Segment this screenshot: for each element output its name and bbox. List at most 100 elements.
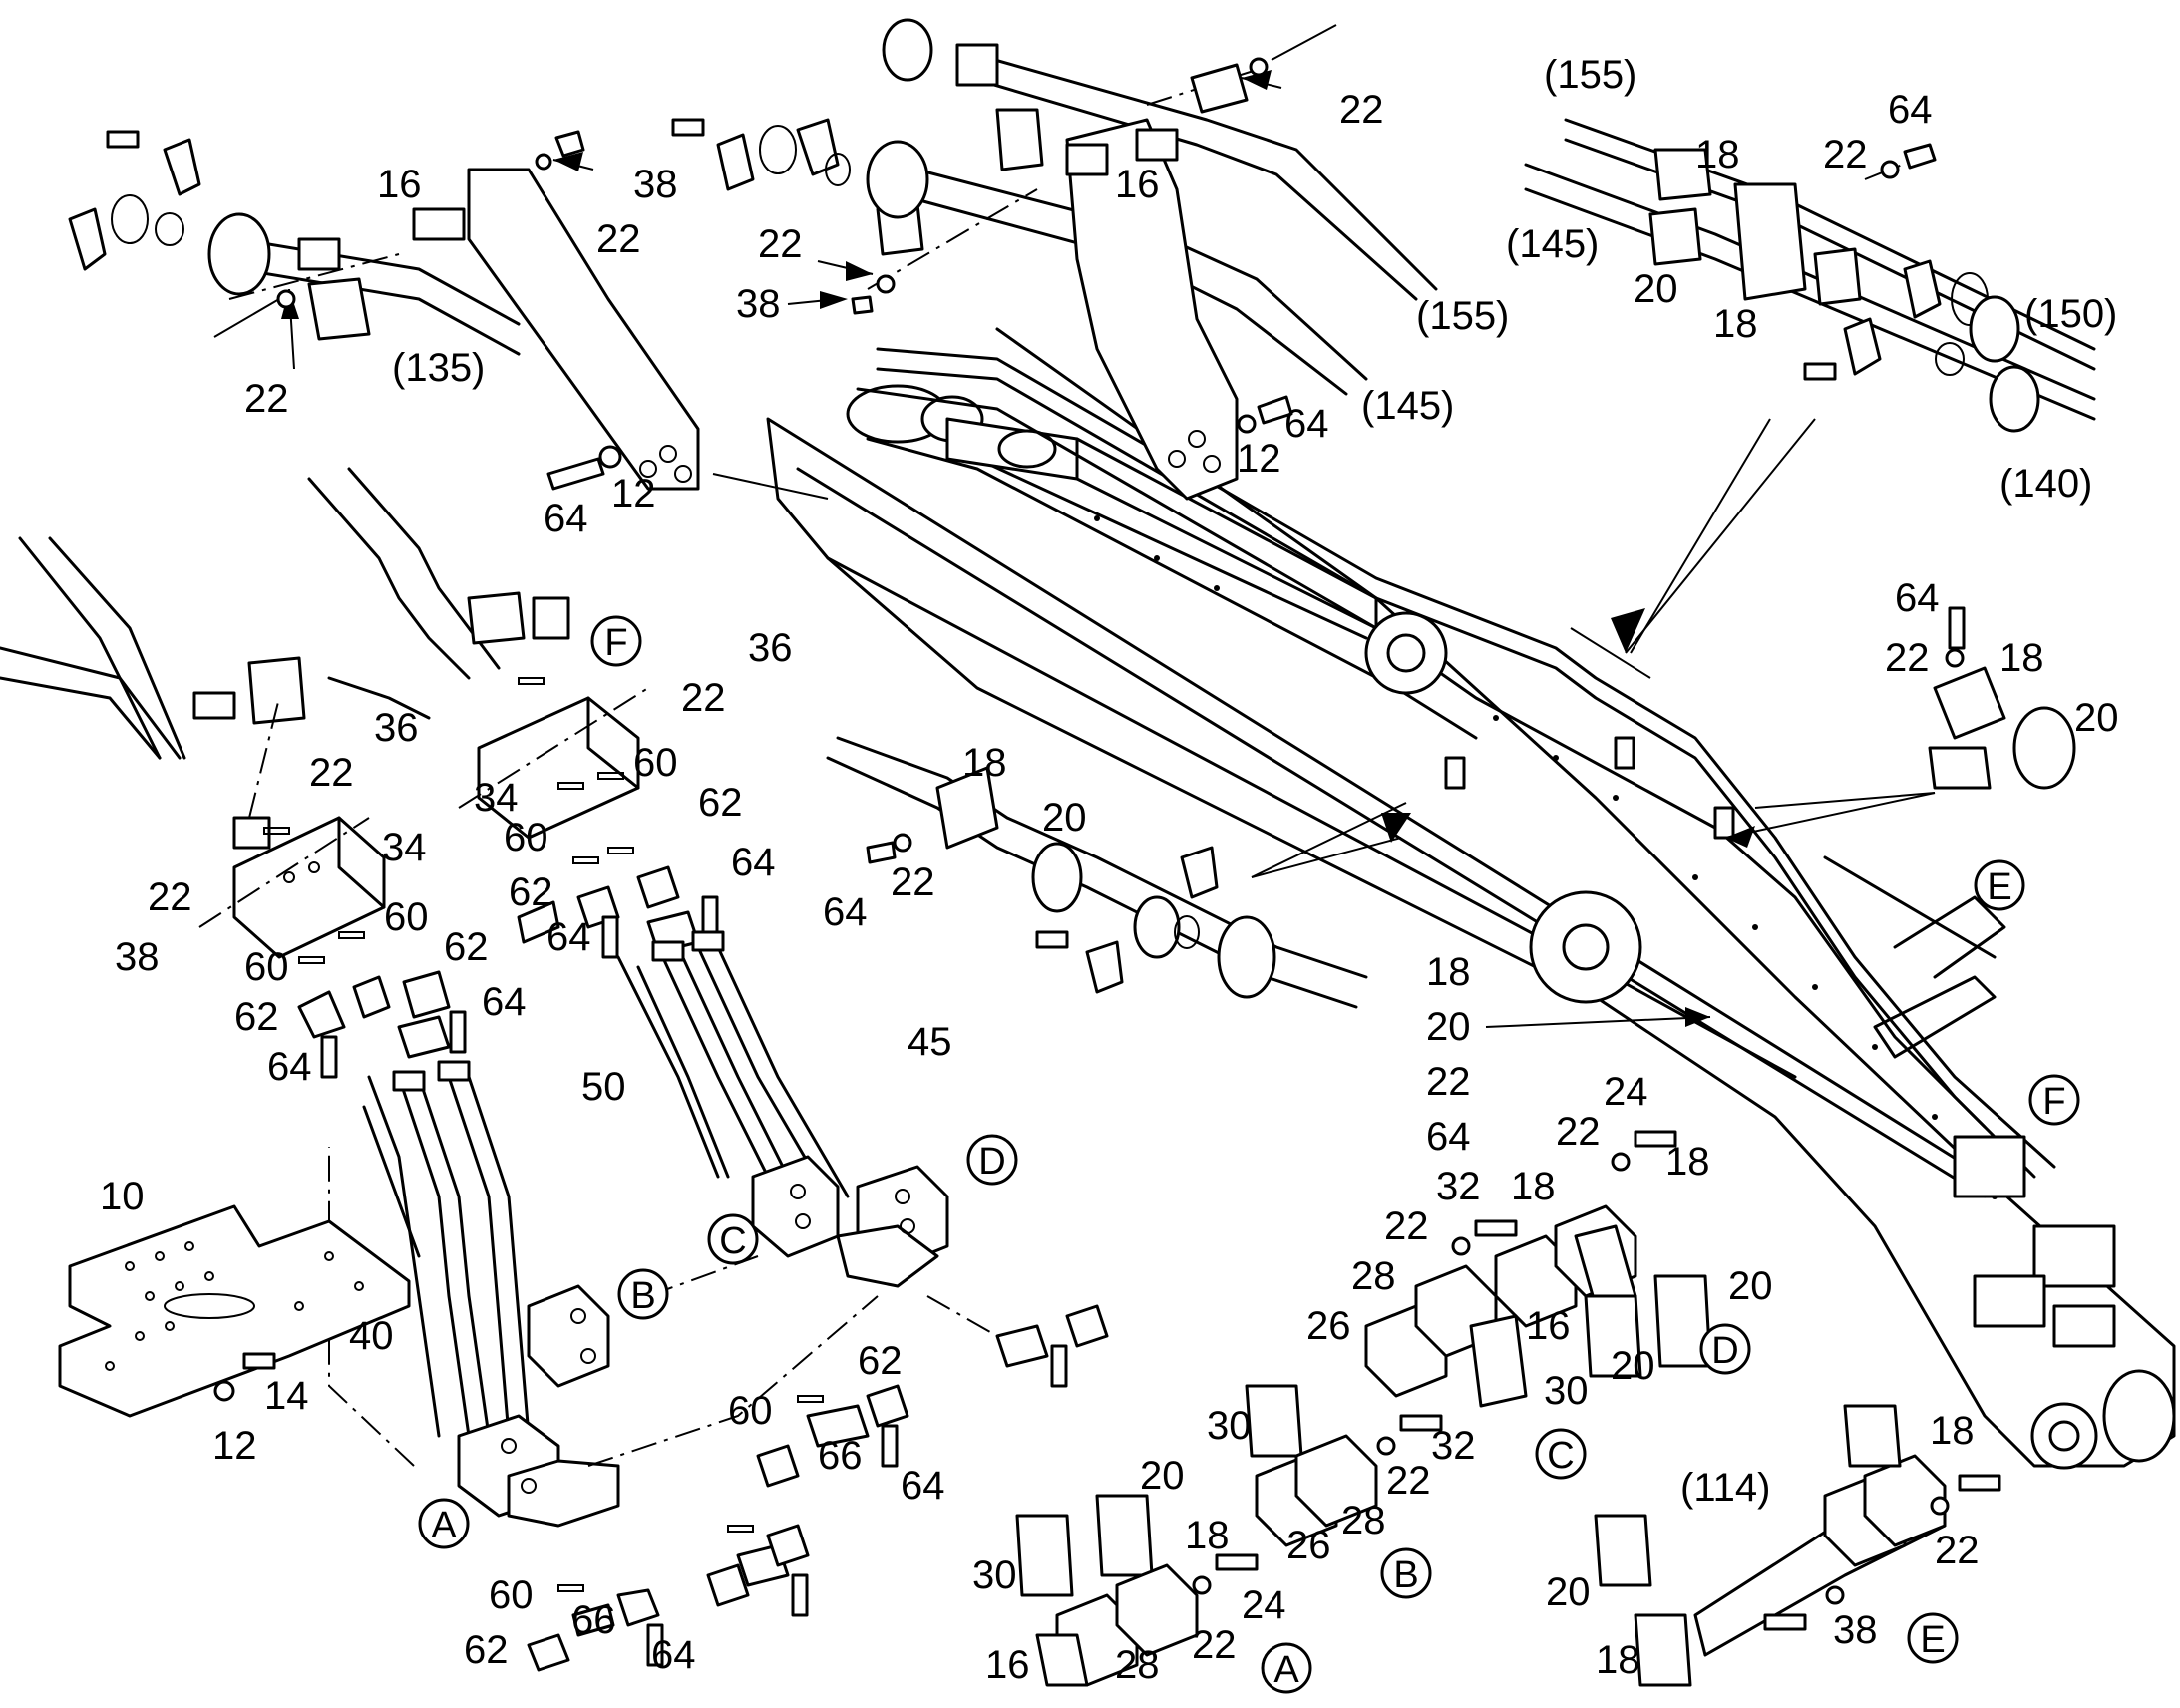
label-62-left-a: 62 [444,925,489,969]
part-labels: (155) (145) (155) (145) (150) (140) (135… [100,53,2119,1687]
label-16-mid: 16 [1115,163,1160,206]
label-60-f-a: 60 [633,741,678,785]
label-22-top-left: 22 [596,217,641,261]
label-24-a: 24 [1242,1583,1286,1627]
label-16-ab: 16 [985,1643,1030,1687]
label-18-d-b: 18 [1665,1140,1710,1184]
clamp-group-cd [1364,1130,1712,1408]
label-14: 14 [264,1374,309,1418]
label-10: 10 [100,1175,145,1218]
label-28-a: 28 [1115,1643,1160,1687]
label-20-b: 20 [1140,1454,1185,1498]
label-20-center: 20 [1042,796,1087,840]
label-22-top-mid: 22 [1339,88,1384,132]
callout-d-right: D [1699,1323,1751,1375]
label-16-left: 16 [377,163,422,206]
label-64-f-a: 64 [731,841,776,884]
label-140: (140) [1999,462,2092,506]
label-60-left-a: 60 [384,895,429,939]
label-stack-22: 22 [1426,1060,1471,1104]
label-64-left-a: 64 [482,980,527,1024]
label-50: 50 [581,1065,626,1109]
label-18-center: 18 [962,741,1007,785]
label-38-left: 38 [115,935,160,979]
svg-text:E: E [1920,1619,1945,1661]
left-tube-group [0,467,570,850]
svg-text:A: A [431,1505,457,1546]
label-64-bottom: 64 [651,1633,696,1677]
label-60-mid: 60 [728,1389,773,1433]
callout-c-right: C [1535,1428,1587,1480]
label-62-f-b: 62 [509,870,553,914]
label-114: (114) [1680,1466,1770,1510]
label-34-right: 34 [474,776,519,820]
label-62-mid: 62 [858,1339,903,1383]
label-18-e-a: 18 [1930,1409,1975,1453]
label-22-block-f: 22 [681,676,726,720]
callout-a-right: A [1261,1642,1312,1694]
label-60-f-b: 60 [504,816,548,859]
label-18-d-a: 18 [1511,1165,1556,1208]
label-18-top-right-a: 18 [1695,133,1740,176]
label-64-center: 64 [823,890,868,934]
label-18-top-right-b: 18 [1713,302,1758,346]
svg-text:A: A [1273,1649,1299,1691]
label-24-d: 24 [1604,1070,1648,1114]
label-stack-18: 18 [1426,950,1471,994]
label-40: 40 [349,1314,394,1358]
label-20-e: 20 [1546,1570,1591,1614]
label-20-top-right: 20 [1634,267,1678,311]
svg-text:C: C [719,1220,746,1262]
label-22-left-block: 22 [309,751,354,795]
label-22-pipe135: 22 [244,377,289,421]
label-155-mid: (155) [1416,294,1509,338]
svg-text:C: C [1547,1435,1574,1477]
svg-text:E: E [1987,866,2011,908]
label-22-b: 22 [1386,1459,1431,1503]
label-22-mid-left: 22 [758,222,803,266]
callout-e-bottom: E [1907,1612,1959,1664]
label-20-right-clamp: 20 [2074,696,2119,740]
callout-b-left: B [617,1268,669,1320]
boom-assembly [766,327,2176,1470]
label-64-top-right: 64 [1888,88,1933,132]
label-36-right: 36 [748,626,793,670]
label-18-e-b: 18 [1596,1638,1640,1682]
label-stack-64: 64 [1426,1115,1471,1159]
clamp-right [1928,606,2076,790]
clamp-group-ab [1015,1384,1443,1687]
label-12-left: 12 [611,472,656,515]
callout-d-left: D [966,1134,1018,1186]
clamp-group-e [1594,1404,2001,1687]
label-18-a: 18 [1185,1514,1230,1557]
circled-callouts: A A B B C C D D [418,615,2080,1694]
label-28-c: 28 [1351,1254,1396,1298]
label-22-e: 22 [1935,1529,1980,1572]
label-60-bottom: 60 [489,1573,534,1617]
label-34-left: 34 [382,826,427,869]
label-38-top-left: 38 [633,163,678,206]
label-145-top-right: (145) [1506,222,1599,266]
label-22-c: 22 [1384,1204,1429,1248]
label-30-a: 30 [972,1553,1017,1597]
svg-text:B: B [1393,1554,1418,1596]
manifold-block-left [198,697,386,964]
label-62-left-b: 62 [234,995,279,1039]
label-20-d-a: 20 [1728,1264,1773,1308]
label-36-left: 36 [374,706,419,750]
clamp-center [826,736,1368,1009]
label-22-center: 22 [891,860,935,904]
label-155-top-right: (155) [1544,53,1636,97]
callout-f-left: F [590,615,642,667]
label-62-f-a: 62 [698,781,743,825]
callout-c-left: C [707,1213,759,1265]
label-62-bottom: 62 [464,1628,509,1672]
label-64-top-mid: 64 [1284,402,1329,446]
callout-a-left: A [418,1498,470,1549]
svg-text:F: F [2042,1081,2065,1123]
label-stack-20: 20 [1426,1005,1471,1049]
svg-text:F: F [604,622,627,664]
label-30-c: 30 [1544,1369,1589,1413]
pipe-135-group [68,130,700,491]
fittings-left [297,847,719,1079]
